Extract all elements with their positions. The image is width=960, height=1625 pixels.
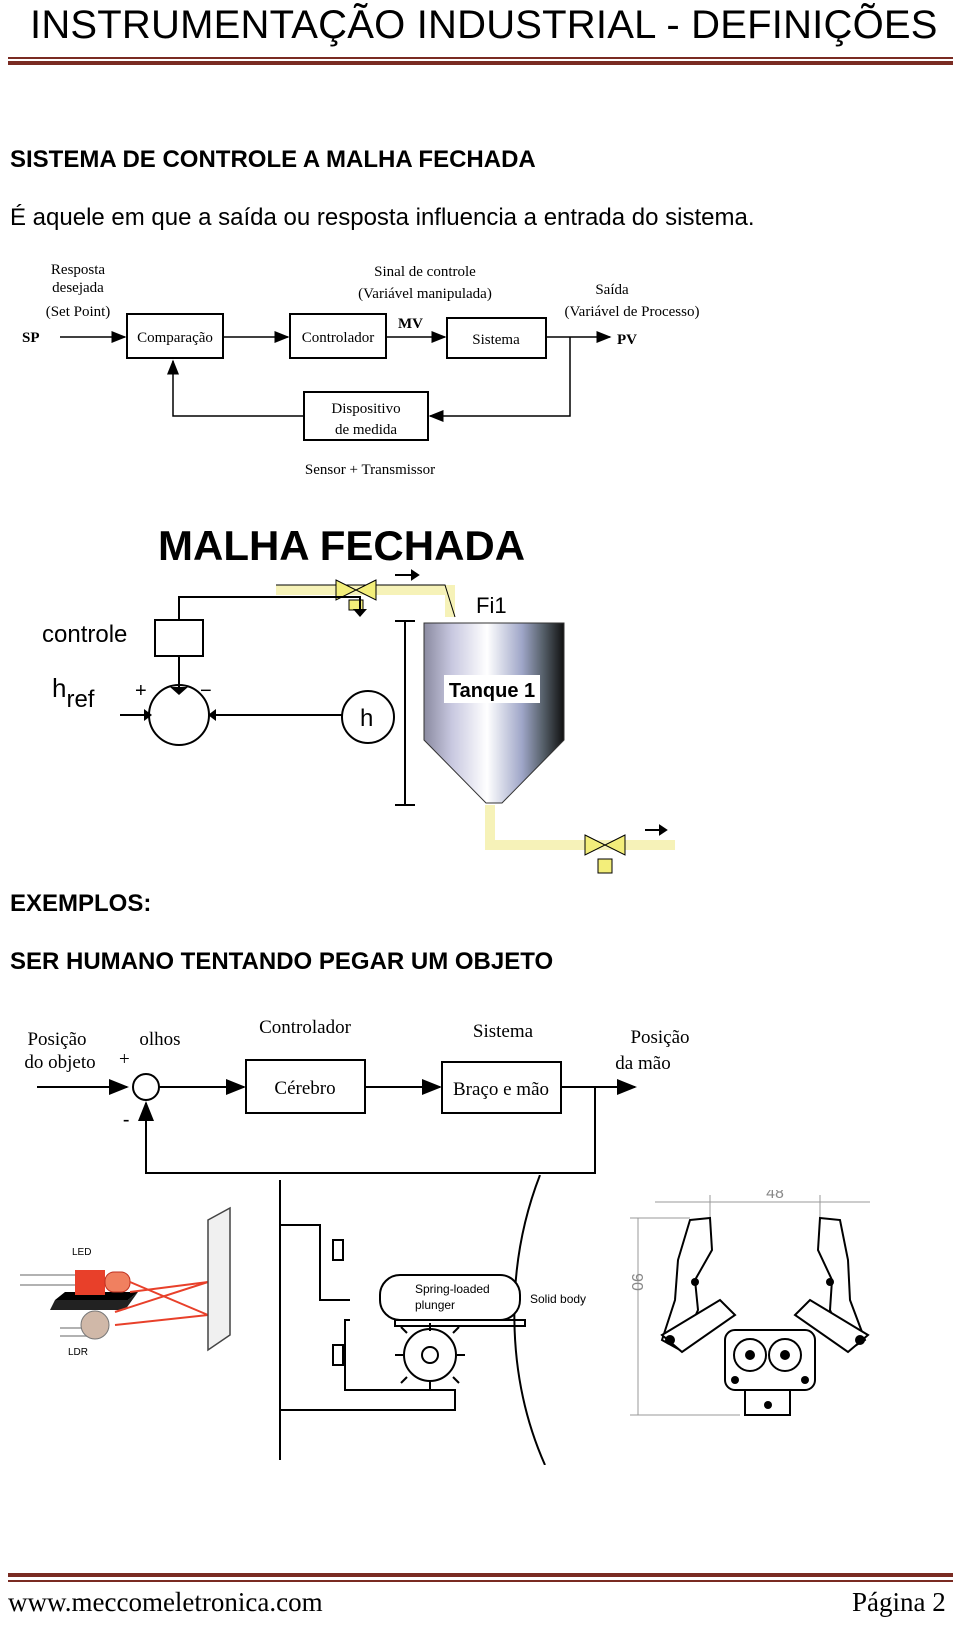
footer-page-number: Página 2 bbox=[852, 1587, 946, 1617]
dim-height-label: 90 bbox=[628, 1273, 645, 1291]
footer-rule-thick bbox=[8, 1573, 953, 1577]
plus-sign: + bbox=[135, 680, 147, 702]
href-label: href bbox=[52, 673, 95, 713]
sp-label: SP bbox=[22, 330, 40, 346]
posicao-mao-label-1: Posição bbox=[630, 1027, 689, 1048]
controlador-box: Controlador bbox=[302, 330, 375, 346]
valve-top bbox=[335, 579, 377, 611]
examples-title: EXEMPLOS: bbox=[10, 890, 152, 917]
sistema-label: Sistema bbox=[473, 1021, 534, 1042]
h-sensor-label: h bbox=[360, 705, 373, 732]
cerebro-box: Cérebro bbox=[274, 1078, 335, 1099]
pv-label: PV bbox=[617, 332, 637, 348]
plus-sign-2: + bbox=[119, 1049, 130, 1070]
minus-sign-2: - bbox=[123, 1109, 129, 1130]
header-rule-thick bbox=[8, 61, 953, 65]
posicao-objeto-label-2: do objeto bbox=[24, 1052, 95, 1073]
minus-sign: − bbox=[200, 680, 212, 702]
controller-box bbox=[154, 619, 204, 657]
led-label: LED bbox=[72, 1247, 91, 1258]
examples-subtitle: SER HUMANO TENTANDO PEGAR UM OBJETO bbox=[10, 948, 554, 975]
section-title: SISTEMA DE CONTROLE A MALHA FECHADA bbox=[10, 146, 536, 173]
saida-label-1: Saída bbox=[595, 282, 629, 298]
sensor-label: Sensor + Transmissor bbox=[305, 462, 435, 478]
resposta-label-1: Resposta bbox=[51, 262, 106, 278]
plunger-gripper-figure: Spring-loaded plunger Solid body bbox=[279, 1175, 586, 1465]
tank-label: Tanque 1 bbox=[449, 680, 535, 702]
dispositivo-label-2: de medida bbox=[335, 422, 397, 438]
controlador-label: Controlador bbox=[259, 1017, 351, 1038]
malha-fechada-title: MALHA FECHADA bbox=[158, 525, 525, 569]
saida-label-2: (Variável de Processo) bbox=[565, 304, 700, 320]
footer-url: www.meccomeletronica.com bbox=[8, 1587, 323, 1617]
header-rule-thin bbox=[8, 57, 953, 59]
human-reach-block-diagram: Posição do objeto olhos + - Controlador … bbox=[24, 1017, 690, 1174]
comparacao-box: Comparação bbox=[137, 330, 213, 346]
definition-text: É aquele em que a saída ou resposta infl… bbox=[10, 204, 755, 231]
led-ldr-sensor-figure: LED LDR bbox=[20, 1206, 231, 1358]
page-title: INSTRUMENTAÇÃO INDUSTRIAL - DEFINIÇÕES bbox=[30, 3, 938, 47]
dispositivo-label-1: Dispositivo bbox=[331, 401, 400, 417]
posicao-mao-label-2: da mão bbox=[615, 1053, 670, 1074]
resposta-label-3: (Set Point) bbox=[46, 304, 111, 320]
sinal-label-1: Sinal de controle bbox=[374, 264, 476, 280]
braco-mao-box: Braço e mão bbox=[453, 1079, 549, 1100]
dim-width-label: 48 bbox=[766, 1190, 784, 1202]
block-diagram-closed-loop: Resposta desejada (Set Point) SP Sinal d… bbox=[22, 262, 700, 478]
olhos-label: olhos bbox=[139, 1029, 180, 1050]
plunger-label-2: plunger bbox=[415, 1298, 455, 1312]
tank-body bbox=[423, 622, 565, 804]
sistema-box: Sistema bbox=[472, 332, 520, 348]
valve-bottom bbox=[584, 834, 626, 874]
plunger-label-1: Spring-loaded bbox=[415, 1282, 490, 1296]
resposta-label-2: desejada bbox=[52, 280, 104, 296]
robotic-gripper-figure: 48 90 bbox=[628, 1190, 870, 1416]
ldr-label: LDR bbox=[68, 1347, 88, 1358]
solid-body-label: Solid body bbox=[530, 1292, 586, 1306]
tank-closed-loop-figure: MALHA FECHADA Fi1 Tanque 1 controle bbox=[42, 525, 675, 874]
mv-label: MV bbox=[398, 316, 423, 332]
posicao-objeto-label-1: Posição bbox=[27, 1029, 86, 1050]
fi-label: Fi1 bbox=[476, 593, 507, 618]
sinal-label-2: (Variável manipulada) bbox=[358, 286, 492, 302]
controle-label: controle bbox=[42, 621, 127, 648]
footer-rule-thin bbox=[8, 1580, 953, 1582]
